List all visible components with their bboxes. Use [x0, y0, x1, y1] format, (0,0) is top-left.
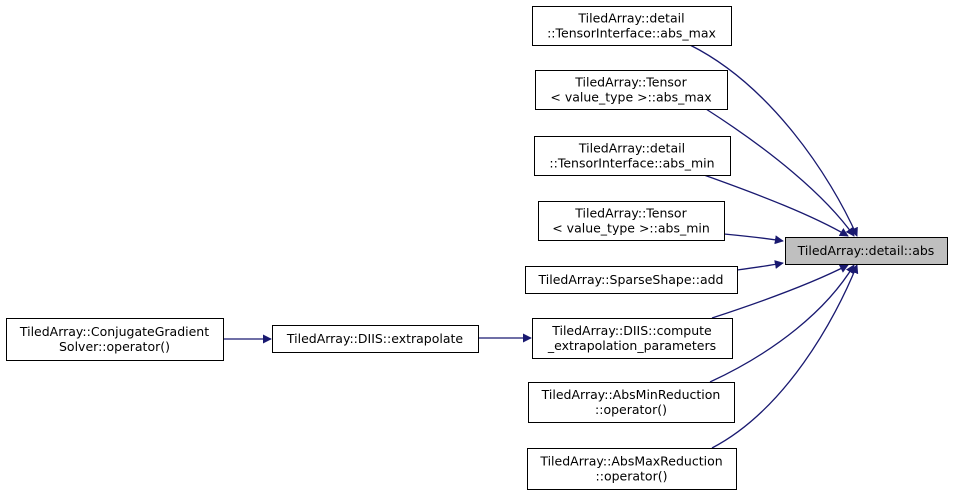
edge-tensor_abs_max-to-abs	[705, 108, 855, 237]
edge-absmax_op-to-abs	[711, 264, 859, 449]
node-box	[272, 325, 479, 353]
node-label-line: TiledArray::detail	[577, 11, 684, 26]
edge-ti_abs_max-to-abs	[689, 44, 858, 237]
node-label-line: ::TensorInterface::abs_max	[547, 26, 716, 41]
edges-layer	[223, 44, 859, 449]
node-label-line: TiledArray::SparseShape::add	[538, 272, 724, 287]
edge-arrow	[705, 108, 855, 237]
node-box	[785, 237, 948, 265]
node-label-line: TiledArray::AbsMaxReduction	[539, 454, 722, 469]
node-label-line: TiledArray::detail	[578, 141, 685, 156]
edge-arrow	[723, 233, 784, 245]
node-abs[interactable]: TiledArray::detail::abs	[785, 237, 948, 265]
node-diis-extrapolate[interactable]: TiledArray::DIIS::extrapolate	[272, 325, 479, 353]
node-absmin-op[interactable]: TiledArray::AbsMinReduction::operator()	[528, 382, 735, 423]
edge-arrow	[736, 260, 784, 271]
node-label-line: TiledArray::DIIS::extrapolate	[286, 331, 464, 346]
node-box	[534, 136, 731, 176]
node-label-line: TiledArray::DIIS::compute	[551, 323, 712, 338]
edge-absmin_op-to-abs	[709, 264, 855, 383]
node-sparse-add[interactable]: TiledArray::SparseShape::add	[525, 266, 738, 294]
node-label-line: TiledArray::ConjugateGradient	[19, 324, 209, 339]
node-box	[535, 70, 728, 110]
node-label-line: TiledArray::Tensor	[574, 75, 687, 90]
nodes-layer: TiledArray::detail::abs TiledArray::detai…	[6, 6, 948, 490]
node-box	[532, 6, 732, 46]
node-box	[528, 382, 735, 423]
node-label-line: < value_type >::abs_min	[552, 221, 710, 236]
node-box	[538, 201, 725, 241]
node-label-line: TiledArray::AbsMinReduction	[541, 387, 721, 402]
edge-diis_compute-to-abs	[711, 264, 849, 319]
node-diis-compute[interactable]: TiledArray::DIIS::compute_extrapolation_…	[532, 318, 733, 359]
node-label-line: ::TensorInterface::abs_min	[549, 156, 714, 171]
node-tensor-abs-max[interactable]: TiledArray::Tensor< value_type >::abs_ma…	[535, 70, 728, 110]
edge-arrow	[709, 264, 855, 383]
node-absmax-op[interactable]: TiledArray::AbsMaxReduction::operator()	[527, 448, 737, 490]
node-label-line: _extrapolation_parameters	[547, 338, 716, 353]
node-box	[527, 448, 737, 490]
edge-tensor_abs_min-to-abs	[723, 233, 784, 245]
node-box	[6, 318, 224, 361]
node-label-line: < value_type >::abs_max	[550, 90, 711, 105]
node-label-line: ::operator()	[595, 402, 667, 417]
node-ti-abs-max[interactable]: TiledArray::detail::TensorInterface::abs…	[532, 6, 732, 46]
node-label-line: TiledArray::detail::abs	[797, 243, 935, 258]
edge-arrow	[711, 264, 849, 319]
node-label-line: ::operator()	[596, 469, 668, 484]
edge-ti_abs_min-to-abs	[703, 174, 849, 237]
node-box	[525, 266, 738, 294]
edge-arrow	[711, 264, 859, 449]
node-cg-solver[interactable]: TiledArray::ConjugateGradientSolver::ope…	[6, 318, 224, 361]
node-ti-abs-min[interactable]: TiledArray::detail::TensorInterface::abs…	[534, 136, 731, 176]
node-label-line: TiledArray::Tensor	[574, 206, 687, 221]
edge-sparse_add-to-abs	[736, 260, 784, 271]
edge-arrow	[703, 174, 849, 237]
node-tensor-abs-min[interactable]: TiledArray::Tensor< value_type >::abs_mi…	[538, 201, 725, 241]
node-box	[532, 318, 733, 359]
node-label-line: Solver::operator()	[59, 339, 170, 354]
edge-arrow	[689, 44, 858, 237]
